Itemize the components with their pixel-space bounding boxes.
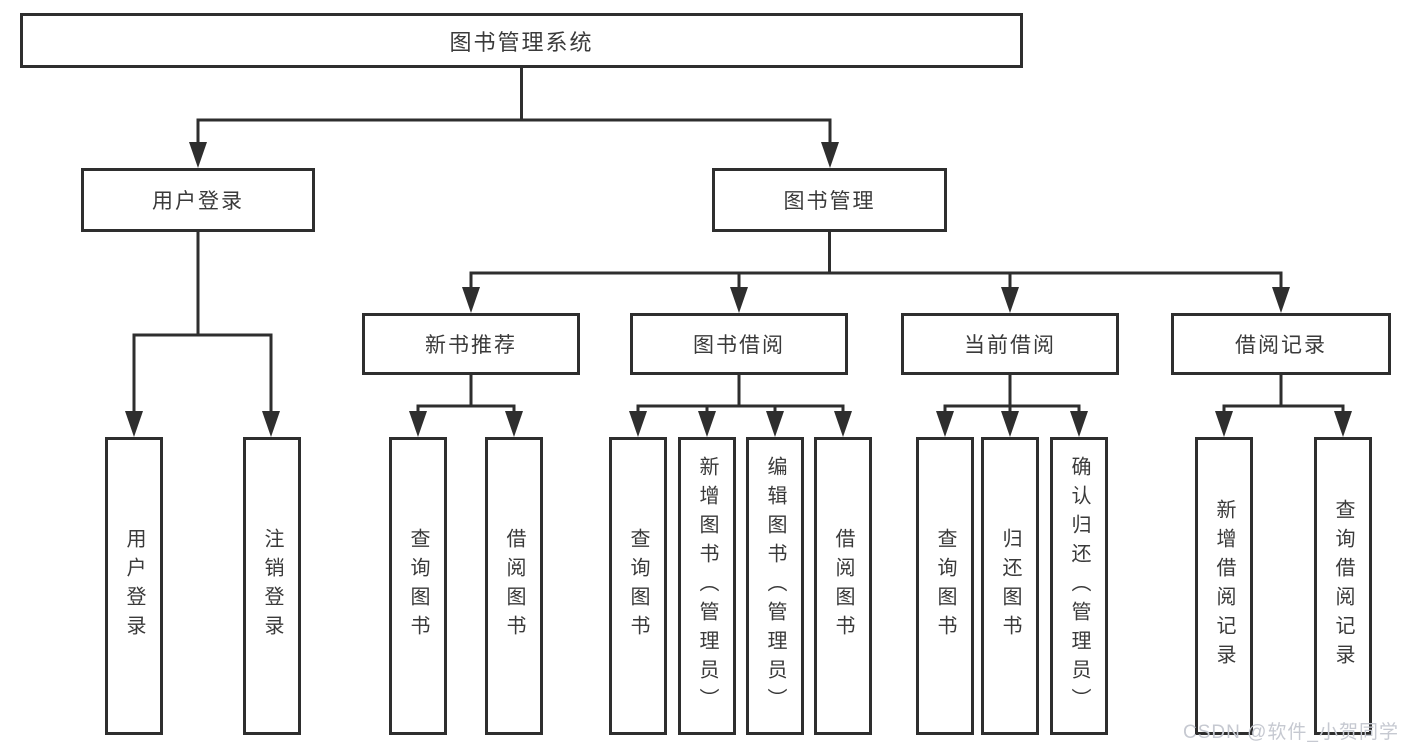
arrow-icon (834, 411, 852, 437)
leaf-label: 编辑图书（管理员） (764, 455, 786, 717)
arrow-icon (629, 411, 647, 437)
watermark: CSDN @软件_小贺同学 (1183, 722, 1399, 743)
node-new-book-recommend: 新书推荐 (362, 313, 580, 375)
arrow-icon (936, 411, 954, 437)
arrow-icon (262, 411, 280, 437)
leaf-label: 新增借阅记录 (1213, 499, 1235, 673)
arrow-icon (1001, 411, 1019, 437)
arrow-icon (125, 411, 143, 437)
leaf-borrow-books: 借阅图书 (814, 437, 872, 735)
node-book-management: 图书管理 (712, 168, 947, 232)
leaf-label: 查询图书 (407, 528, 429, 644)
leaf-query-borrow-record: 查询借阅记录 (1314, 437, 1372, 735)
leaf-return-book: 归还图书 (981, 437, 1039, 735)
node-label: 新书推荐 (425, 334, 517, 357)
arrow-icon (766, 411, 784, 437)
leaf-label: 新增图书（管理员） (696, 455, 718, 717)
arrow-icon (505, 411, 523, 437)
edge-new-book-recommend-to-leaves (416, 373, 516, 420)
leaf-query-books-current: 查询图书 (916, 437, 974, 735)
arrowheads (125, 142, 1352, 437)
node-label: 借阅记录 (1235, 334, 1327, 357)
leaf-edit-book-admin: 编辑图书（管理员） (746, 437, 804, 735)
leaf-query-books-recommend: 查询图书 (389, 437, 447, 735)
edge-book-borrow-to-leaves (636, 373, 845, 420)
leaf-user-login: 用户登录 (105, 437, 163, 735)
leaf-logout: 注销登录 (243, 437, 301, 735)
arrow-icon (1334, 411, 1352, 437)
node-current-borrow: 当前借阅 (901, 313, 1119, 375)
arrow-icon (189, 142, 207, 168)
leaf-label: 用户登录 (123, 528, 145, 644)
leaf-label: 查询借阅记录 (1332, 499, 1354, 673)
leaf-label: 借阅图书 (832, 528, 854, 644)
node-book-borrow: 图书借阅 (630, 313, 848, 375)
leaf-label: 借阅图书 (503, 528, 525, 644)
arrow-icon (1215, 411, 1233, 437)
leaf-borrow-books-recommend: 借阅图书 (485, 437, 543, 735)
node-label: 当前借阅 (964, 334, 1056, 357)
arrow-icon (1001, 287, 1019, 313)
leaf-label: 查询图书 (627, 528, 649, 644)
leaf-add-book-admin: 新增图书（管理员） (678, 437, 736, 735)
edge-borrow-records-to-leaves (1222, 373, 1345, 420)
arrow-icon (821, 142, 839, 168)
leaf-confirm-return-admin: 确认归还（管理员） (1050, 437, 1108, 735)
node-label: 用户登录 (152, 190, 244, 213)
leaf-label: 注销登录 (261, 528, 283, 644)
node-borrow-records: 借阅记录 (1171, 313, 1391, 375)
leaf-label: 确认归还（管理员） (1068, 455, 1090, 717)
arrow-icon (730, 287, 748, 313)
leaf-label: 查询图书 (934, 528, 956, 644)
arrow-icon (698, 411, 716, 437)
arrow-icon (1272, 287, 1290, 313)
edge-book-management-to-level3 (469, 230, 1283, 296)
arrow-icon (1070, 411, 1088, 437)
leaf-add-borrow-record: 新增借阅记录 (1195, 437, 1253, 735)
node-user-login: 用户登录 (81, 168, 315, 232)
node-label: 图书借阅 (693, 334, 785, 357)
edge-user-login-to-leaves (132, 230, 273, 420)
arrow-icon (409, 411, 427, 437)
arrow-icon (462, 287, 480, 313)
node-label: 图书管理系统 (449, 29, 594, 55)
node-label: 图书管理 (783, 190, 876, 213)
node-library-management-system: 图书管理系统 (20, 13, 1023, 68)
leaf-label: 归还图书 (999, 528, 1021, 644)
edge-root-to-level2 (196, 66, 832, 152)
leaf-query-books-borrow: 查询图书 (609, 437, 667, 735)
